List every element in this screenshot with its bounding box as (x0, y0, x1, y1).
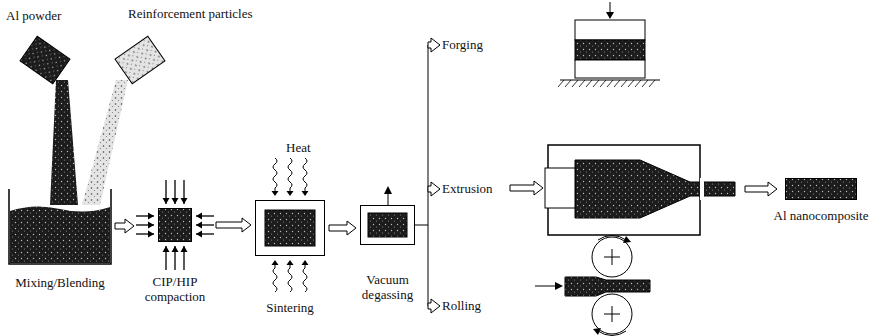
step-label: Vacuum degassing (346, 272, 430, 302)
step-label: Al nanocomposite (774, 208, 869, 223)
process-arrow (115, 219, 134, 233)
step-label: Sintering (266, 300, 314, 315)
annotation-label: Forging (442, 37, 483, 52)
annotation-label: Extrusion (442, 181, 493, 196)
arrow-head (172, 198, 179, 204)
arrow-head (302, 191, 309, 196)
heat-wave (303, 264, 307, 292)
arrow-head (272, 191, 279, 196)
arrow-head (287, 191, 294, 196)
heat-wave (273, 158, 277, 192)
step-label-group: CIP/HIP compaction (133, 274, 217, 304)
step-shape (785, 178, 857, 200)
step-label: CIP/HIP compaction (133, 274, 217, 304)
step-outline (8, 185, 112, 265)
step-label-group: Vacuum degassing (346, 272, 430, 302)
process-step: CIP/HIP compaction (158, 208, 192, 242)
annotation-label: Heat (286, 140, 311, 155)
arrow-head (172, 246, 179, 252)
step-shape (255, 200, 325, 256)
arrow-head (148, 222, 154, 229)
step-label: Mixing/Blending (15, 275, 105, 290)
heat-wave (288, 158, 292, 192)
arrow-head (302, 260, 309, 265)
step-shape (8, 185, 112, 265)
step-outline (158, 208, 192, 242)
process-step: Mixing/Blending (8, 185, 112, 265)
arrow-head (181, 198, 188, 204)
step-label-group: Sintering (266, 300, 314, 315)
arrow-head (196, 231, 202, 238)
process-arrow (745, 182, 777, 196)
step-outline (785, 178, 857, 200)
step-label-group: Al nanocomposite (774, 208, 869, 223)
step-label-group: Mixing/Blending (15, 275, 105, 290)
heat-wave (288, 264, 292, 292)
arrow-head (163, 246, 170, 252)
annotation-label: Reinforcement particles (128, 6, 253, 21)
heat-wave (303, 158, 307, 192)
branch-arrow (428, 299, 440, 313)
arrow-head (148, 213, 154, 220)
arrow-head (163, 198, 170, 204)
arrow-head (196, 213, 202, 220)
annotation-label: Al powder (6, 8, 61, 23)
process-arrow (329, 221, 356, 235)
branch-arrow (428, 38, 440, 52)
step-shape (360, 205, 415, 245)
arrow-head (148, 231, 154, 238)
process-step: Sintering (255, 200, 325, 256)
arrow-head (272, 260, 279, 265)
annotation-label: Rolling (442, 298, 481, 313)
branch-arrow (428, 182, 440, 196)
step-outline (255, 200, 325, 256)
process-step: Al nanocomposite (785, 178, 857, 200)
step-outline (360, 205, 415, 245)
process-step: Vacuum degassing (360, 205, 415, 245)
arrow-head (181, 246, 188, 252)
arrow-head (287, 260, 294, 265)
ram-arrow (510, 181, 543, 195)
arrow-head (196, 222, 202, 229)
process-arrow (216, 218, 251, 232)
step-shape (158, 208, 192, 242)
heat-wave (273, 264, 277, 292)
